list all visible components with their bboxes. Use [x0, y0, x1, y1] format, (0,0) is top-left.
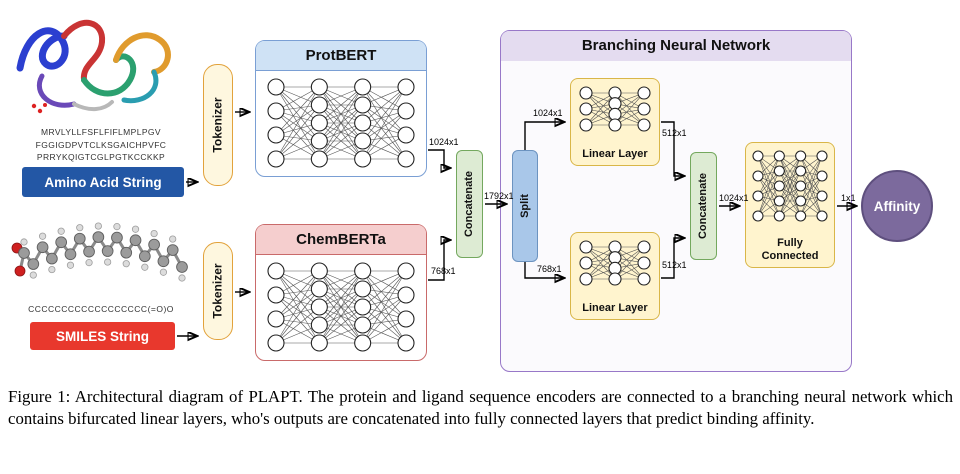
fully-connected-network [752, 150, 828, 222]
architecture-diagram: MRVLYLLFSFLFIFLMPLPGV FGGIGDPVTCLKSGAICH… [8, 19, 933, 372]
molecule-image [11, 222, 188, 282]
linear-layer-top-network [579, 86, 651, 132]
split-box: Split [512, 150, 538, 262]
dim-concat1-output: 1792x1 [484, 191, 514, 201]
protbert-header: ProtBERT [256, 41, 426, 71]
dim-chemberta-output: 768x1 [431, 266, 456, 276]
fully-connected-box: Fully Connected [745, 142, 835, 268]
protein-structure-image [16, 19, 171, 114]
concatenate-1-box: Concatenate [456, 150, 483, 258]
smiles-string-box: SMILES String [30, 322, 175, 350]
dim-split-bottom: 768x1 [537, 264, 562, 274]
linear-layer-bottom-network [579, 240, 651, 286]
sequence-line: PRRYKQIGTCGLPGTKCCKKP [36, 152, 166, 162]
dim-linear-top-output: 512x1 [662, 128, 687, 138]
affinity-node: Affinity [861, 170, 933, 242]
linear-layer-label: Linear Layer [582, 147, 648, 160]
amino-acid-string-box: Amino Acid String [22, 167, 184, 197]
dim-protbert-output: 1024x1 [429, 137, 459, 147]
dim-split-top: 1024x1 [533, 108, 563, 118]
tokenizer-label: Tokenizer [211, 97, 225, 153]
sequence-line: MRVLYLLFSFLFIFLMPLPGV [40, 127, 162, 137]
linear-layer-label: Linear Layer [582, 301, 648, 314]
dim-linear-bottom-output: 512x1 [662, 260, 687, 270]
smiles-sequence: CCCCCCCCCCCCCCCCCC(=O)O [28, 304, 174, 314]
bnn-title: Branching Neural Network [501, 31, 851, 61]
tokenizer-label: Tokenizer [211, 263, 225, 319]
amino-acid-sequence: MRVLYLLFSFLFIFLMPLPGV FGGIGDPVTCLKSGAICH… [8, 126, 194, 164]
protbert-network-diagram [267, 78, 415, 168]
concatenate-label: Concatenate [463, 170, 476, 238]
split-label: Split [519, 194, 531, 218]
concatenate-label: Concatenate [697, 172, 710, 240]
tokenizer-top-box: Tokenizer [203, 64, 233, 186]
tokenizer-bottom-box: Tokenizer [203, 242, 233, 340]
arrow-protbert-to-concatenate [428, 149, 449, 168]
figure-caption: Figure 1: Architectural diagram of PLAPT… [8, 387, 953, 428]
chemberta-box: ChemBERTa [255, 224, 427, 361]
sequence-line: FGGIGDPVTCLKSGAICHPVFC [35, 139, 167, 150]
fully-connected-label: Fully Connected [761, 237, 819, 262]
chemberta-header: ChemBERTa [256, 225, 426, 255]
protbert-box: ProtBERT [255, 40, 427, 177]
dim-concat2-output: 1024x1 [719, 193, 749, 203]
linear-layer-top-box: Linear Layer [570, 78, 660, 166]
dim-fc-output: 1x1 [841, 193, 856, 203]
concatenate-2-box: Concatenate [690, 152, 717, 260]
linear-layer-bottom-box: Linear Layer [570, 232, 660, 320]
ligand-marker [31, 103, 47, 114]
chemberta-network-diagram [267, 262, 415, 352]
